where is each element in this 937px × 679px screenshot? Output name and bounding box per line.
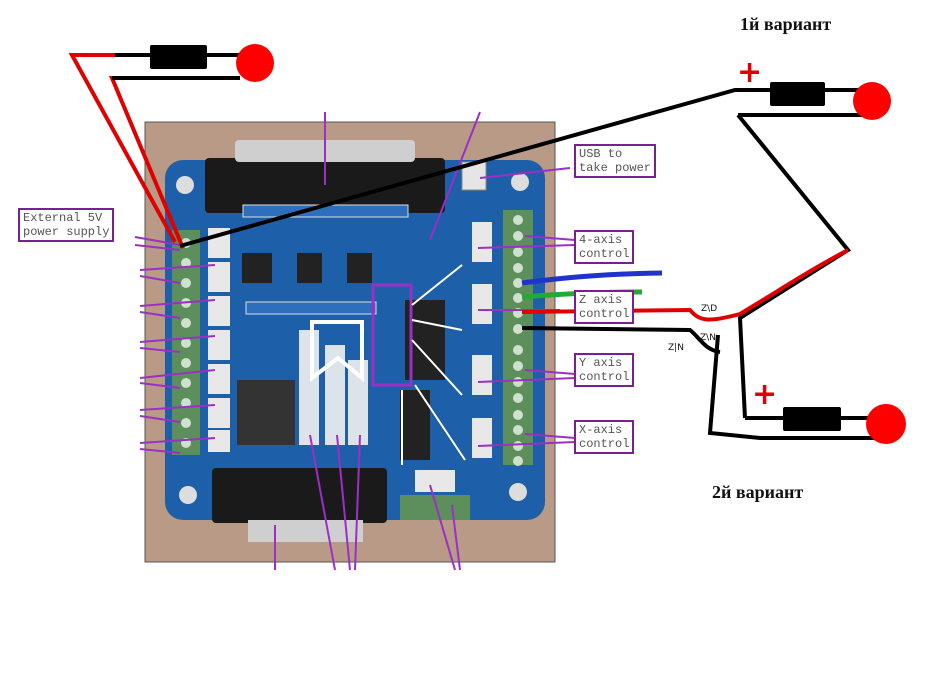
mount-hole — [511, 173, 529, 191]
chevron-marker — [310, 320, 364, 383]
mount-hole — [509, 483, 527, 501]
plus-sign-variant2: + — [752, 377, 778, 412]
relay — [237, 380, 295, 445]
label-z-axis: Z axis control — [574, 290, 635, 324]
usb-port — [461, 161, 487, 191]
label-x-axis: X-axis control — [574, 420, 635, 454]
label-external-power: External 5V power supply — [18, 208, 115, 242]
variant2-circuit — [707, 334, 906, 444]
variant1-title: 1й вариант — [740, 14, 832, 34]
variant1-circuit — [735, 82, 891, 419]
db15-connector — [212, 468, 387, 523]
plus-sign-variant1: + — [737, 55, 763, 90]
resistor — [783, 407, 841, 431]
wire-blue — [521, 270, 663, 286]
led-lamp — [866, 404, 906, 444]
resistor — [770, 82, 825, 106]
wire-black-zn — [521, 326, 721, 354]
mount-hole — [179, 486, 197, 504]
wire-red-zd — [521, 248, 849, 322]
wire-label-zn-left: Z|N — [668, 343, 684, 353]
wire-label-zd: Z\D — [701, 304, 718, 314]
led-lamp — [236, 44, 274, 82]
label-4-axis: 4-axis control — [574, 230, 635, 264]
external-power-circuit — [68, 44, 274, 249]
mount-hole — [176, 176, 194, 194]
variant2-title: 2й вариант — [712, 482, 804, 502]
chip-highlight — [371, 283, 413, 387]
led-lamp — [853, 82, 891, 120]
label-usb-power: USB to take power — [574, 144, 657, 178]
db25-connector — [205, 158, 445, 213]
resistor — [150, 45, 207, 69]
label-y-axis: Y axis control — [574, 353, 635, 387]
wire-label-zn-right: Z\N — [700, 333, 716, 343]
